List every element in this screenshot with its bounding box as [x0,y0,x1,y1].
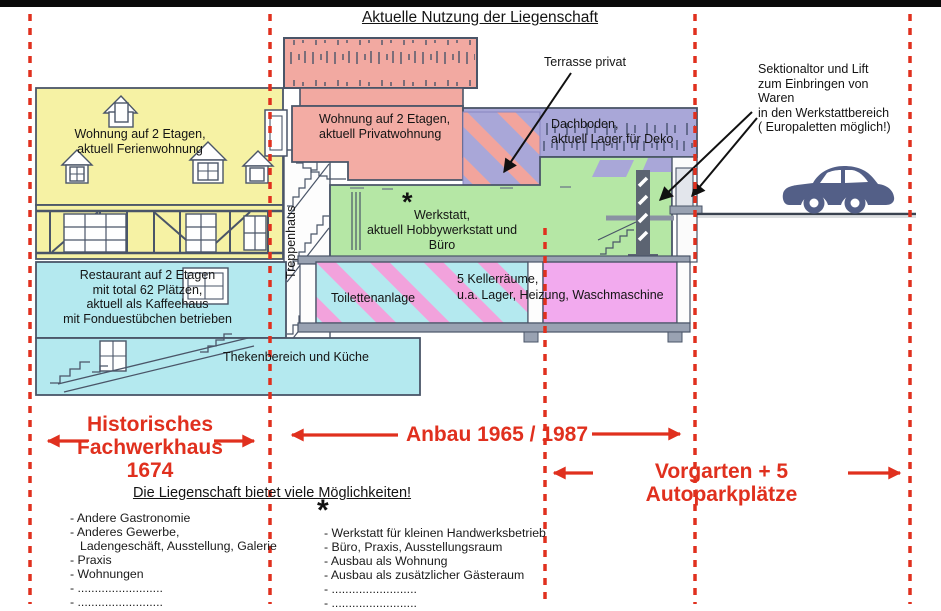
era-arrows [46,427,902,480]
top-black-bar [0,0,941,7]
label-privatwohnung: Wohnung auf 2 Etagen, aktuell Privatwohn… [319,112,451,141]
terrasse-arrow [503,72,572,174]
right-facade-door [669,156,703,263]
label-toiletten: Toilettenanlage [331,291,416,305]
list-item: - Ausbau als Wohnung [324,554,448,568]
door-arrow [691,117,758,198]
anbau-roof [283,37,478,107]
list-item: - Wohnungen [70,567,144,581]
theken-block [35,337,421,396]
list-asterisk: * [317,494,329,527]
label-dachboden: Dachboden, aktuell Lager für Deko [551,117,674,146]
list-item: - ......................... [70,581,163,595]
fachwerk-timber-band [36,209,283,255]
label-restaurant: Restaurant auf 2 Etagen mit total 62 Plä… [63,268,232,326]
label-werkstatt: Werkstatt, aktuell Hobbywerkstatt und Bü… [366,208,518,252]
fachwerkhaus-block [35,87,284,260]
era-fachwerkhaus: Historisches Fachwerkhaus 1674 [77,413,223,482]
label-theke: Thekenbereich und Küche [223,350,369,364]
purple-patch [592,160,634,177]
basement-level [297,255,691,343]
possibilities-list-right: - Werkstatt für kleinen Handwerksbetrieb… [324,526,546,610]
list-item: - ......................... [324,596,417,610]
list-item: - Praxis [70,553,112,567]
restaurant-block [35,261,421,396]
red-dashed-boundaries [28,14,912,604]
lift-arrow [658,111,753,201]
foundation-foot [523,331,539,343]
support-column [351,192,361,250]
page-title: Aktuelle Nutzung der Liegenschaft [361,9,599,26]
restaurant-stairs [50,333,255,393]
list-item: - ......................... [70,595,163,609]
possibilities-heading: Die Liegenschaft bietet viele Möglichkei… [132,485,412,501]
possibilities-list-left: - Andere Gastronomie - Anderes Gewerbe, … [70,511,277,609]
label-sektionaltor: Sektionaltor und Lift zum Einbringen von… [758,62,891,134]
dormer-windows [60,94,275,184]
privatwohnung-block [264,105,464,181]
list-item: - Büro, Praxis, Ausstellungsraum [324,540,503,554]
list-item: - Ausbau als zusätzlicher Gästeraum [324,568,525,582]
keller-block [542,261,678,324]
list-item: - Andere Gastronomie [70,511,191,525]
annotation-arrows [503,72,758,201]
werkstatt-asterisk: * [402,187,413,217]
list-item: - Anderes Gewerbe, [70,525,180,539]
label-ferienwohnung: Wohnung auf 2 Etagen, aktuell Ferienwohn… [74,127,206,156]
list-item: Ladengeschäft, Ausstellung, Galerie [80,539,277,553]
era-vorgarten: Vorgarten + 5 Autoparkplätze [645,460,798,506]
list-item: - ......................... [324,582,417,596]
label-keller: 5 Kellerräume, u.a. Lager, Heizung, Wasc… [457,272,664,302]
foundation-foot [667,331,683,343]
basement-stairs [597,221,637,255]
car-icon [782,166,895,214]
terrasse-stripes [462,111,541,186]
label-terrasse: Terrasse privat [544,55,626,69]
list-item: - Werkstatt für kleinen Handwerksbetrieb [324,526,546,540]
label-treppenhaus: Treppenhaus [284,205,298,279]
basement-floor [297,322,691,333]
era-anbau: Anbau 1965 / 1987 [405,423,589,446]
purple-patch [642,158,678,172]
toilettenanlage-block [315,261,529,324]
